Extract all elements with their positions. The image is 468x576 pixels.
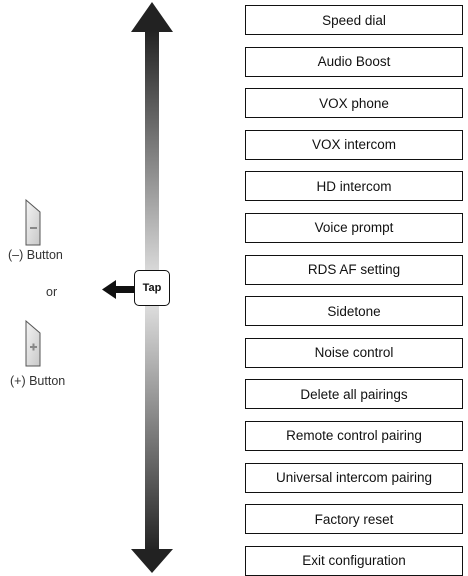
menu-item-exit-configuration[interactable]: Exit configuration — [245, 545, 463, 576]
left-arrow-icon — [102, 280, 134, 299]
menu-item-vox-phone[interactable]: VOX phone — [245, 88, 463, 119]
arrow-head-up-icon — [131, 2, 173, 32]
or-label: or — [46, 285, 58, 299]
menu-item-delete-all-pairings[interactable]: Delete all pairings — [245, 379, 463, 410]
minus-button-label: (–) Button — [8, 248, 63, 262]
plus-button-label: (+) Button — [10, 374, 66, 388]
plus-button-icon — [25, 319, 41, 367]
minus-button-icon — [25, 198, 41, 246]
menu-item-speed-dial[interactable]: Speed dial — [245, 5, 463, 35]
menu-item-universal-intercom-pairing[interactable]: Universal intercom pairing — [245, 462, 463, 493]
menu-item-voice-prompt[interactable]: Voice prompt — [245, 212, 463, 243]
menu-item-remote-control-pairing[interactable]: Remote control pairing — [245, 420, 463, 451]
arrow-head-down-icon — [131, 549, 173, 573]
menu-item-rds-af-setting[interactable]: RDS AF setting — [245, 254, 463, 285]
menu-item-noise-control[interactable]: Noise control — [245, 337, 463, 368]
menu-item-sidetone[interactable]: Sidetone — [245, 296, 463, 327]
menu-item-hd-intercom[interactable]: HD intercom — [245, 171, 463, 202]
menu-item-vox-intercom[interactable]: VOX intercom — [245, 129, 463, 160]
configuration-menu-list: Speed dial Audio Boost VOX phone VOX int… — [245, 5, 463, 576]
menu-item-factory-reset[interactable]: Factory reset — [245, 504, 463, 535]
tap-label: Tap — [134, 270, 170, 306]
menu-item-audio-boost[interactable]: Audio Boost — [245, 46, 463, 77]
